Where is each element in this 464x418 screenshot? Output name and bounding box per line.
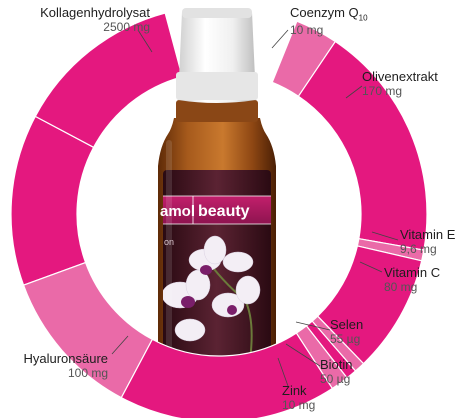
label-biotin: Biotin 50 µg bbox=[320, 357, 390, 386]
label-vitc: Vitamin C 80 mg bbox=[384, 265, 462, 294]
label-olive: Olivenextrakt 170 mg bbox=[362, 69, 462, 98]
label-vitc-amount: 80 mg bbox=[384, 279, 418, 294]
bottle-neck bbox=[176, 100, 258, 122]
label-coenzym-sub: 10 bbox=[358, 13, 368, 23]
ring-segment-hyal bbox=[22, 261, 154, 399]
label-kollagen-name: Kollagenhydrolysat bbox=[40, 5, 150, 20]
label-olive-amount: 170 mg bbox=[362, 83, 403, 98]
label-hyal-name: Hyaluronsäure bbox=[23, 351, 108, 366]
label-subtext: on bbox=[164, 237, 174, 247]
brand-left-text: amol bbox=[160, 203, 195, 220]
label-vitc-name: Vitamin C bbox=[384, 265, 441, 280]
ring-segment-front bbox=[120, 332, 334, 418]
label-selen: Selen 55 µg bbox=[330, 317, 400, 346]
label-olive-name: Olivenextrakt bbox=[362, 69, 438, 84]
ingredient-ring-front bbox=[120, 332, 334, 418]
label-vite: Vitamin E 9,6 mg bbox=[400, 227, 464, 256]
label-kollagen-amount: 2500 mg bbox=[103, 19, 150, 34]
label-selen-name: Selen bbox=[330, 317, 364, 332]
label-zink: Zink 10 mg bbox=[282, 383, 342, 412]
label-kollagen: Kollagenhydrolysat 2500 mg bbox=[4, 5, 150, 34]
ingredient-ring bbox=[10, 12, 428, 399]
bottle: amol beauty on bbox=[158, 8, 276, 404]
label-hyal-amount: 100 mg bbox=[67, 365, 108, 380]
orchid-illustration bbox=[163, 235, 261, 361]
label-zink-amount: 10 mg bbox=[282, 397, 316, 412]
leader-lines bbox=[111, 29, 399, 387]
ring-segment-kollagen-lower bbox=[10, 115, 95, 286]
ring-segment-kollagen bbox=[34, 12, 183, 149]
label-zink-name: Zink bbox=[282, 383, 307, 398]
label-coenzym: Coenzym Q10 10 mg bbox=[290, 5, 400, 37]
brand-band bbox=[163, 196, 271, 224]
label-vite-name: Vitamin E bbox=[400, 227, 456, 242]
label-hyal: Hyaluronsäure 100 mg bbox=[4, 351, 108, 380]
label-coenzym-name: Coenzym Q bbox=[290, 5, 359, 20]
label-biotin-name: Biotin bbox=[320, 357, 353, 372]
label-selen-amount: 55 µg bbox=[330, 331, 361, 346]
label-biotin-amount: 50 µg bbox=[320, 371, 351, 386]
label-vite-amount: 9,6 mg bbox=[400, 241, 437, 256]
label-coenzym-amount: 10 mg bbox=[290, 22, 324, 37]
brand-right-text: beauty bbox=[198, 203, 250, 220]
bottle-cap-collar bbox=[176, 72, 258, 100]
bottle-cap-top bbox=[182, 8, 252, 18]
